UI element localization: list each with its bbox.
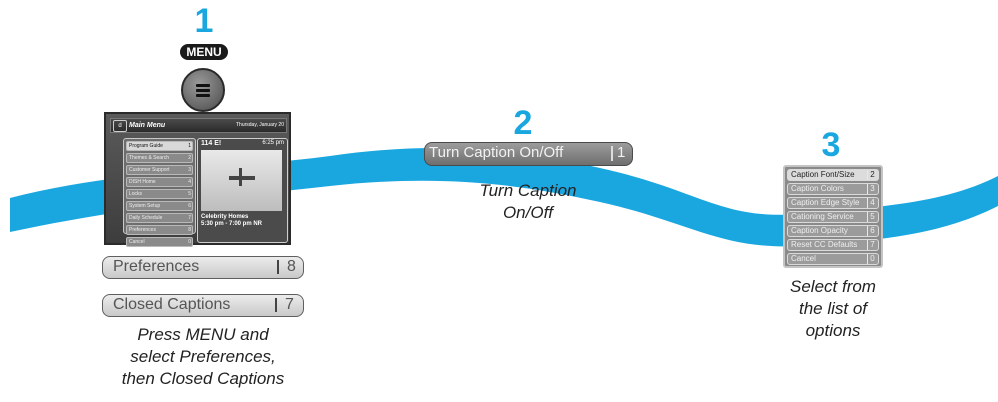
closed-captions-option-pill: Closed Captions 7 <box>102 294 304 317</box>
preview-show-info: Celebrity Homes 5:30 pm - 7:00 pm NR <box>201 214 262 228</box>
turn-caption-option-pill: Turn Caption On/Off 1 <box>424 142 633 166</box>
step-2-number: 2 <box>513 104 533 142</box>
tv-preview-panel: 114 E! 6:25 pm Celebrity Homes 5:30 pm -… <box>197 138 288 243</box>
airplane-wing <box>239 168 242 186</box>
tv-title-bar: d Main Menu Thursday, January 20 <box>110 118 287 133</box>
step-2-caption: Turn Caption On/Off <box>479 181 577 222</box>
step-3-number: 3 <box>821 126 841 164</box>
airplane-image <box>229 176 255 180</box>
tv-main-menu-screenshot: d Main Menu Thursday, January 20 Program… <box>104 112 291 247</box>
tv-title: Main Menu <box>129 122 166 129</box>
tv-date: Thursday, January 20 <box>236 122 284 128</box>
preview-show-slot: 5:30 pm - 7:00 pm NR <box>201 221 263 227</box>
step-3-caption: Select from the list of options <box>790 277 876 340</box>
preview-show-title: Celebrity Homes <box>201 214 249 220</box>
menu-label: MENU <box>180 44 228 60</box>
step-1-number: 1 <box>194 2 214 40</box>
step-1-caption: Press MENU and select Preferences, then … <box>121 325 285 388</box>
dish-logo-icon: d <box>113 120 127 132</box>
preferences-option-pill: Preferences 8 <box>102 256 304 279</box>
preview-channel: 114 E! <box>201 140 222 147</box>
preview-time: 6:25 pm <box>262 140 284 146</box>
menu-button-icon <box>181 68 225 112</box>
preview-video <box>201 150 282 211</box>
